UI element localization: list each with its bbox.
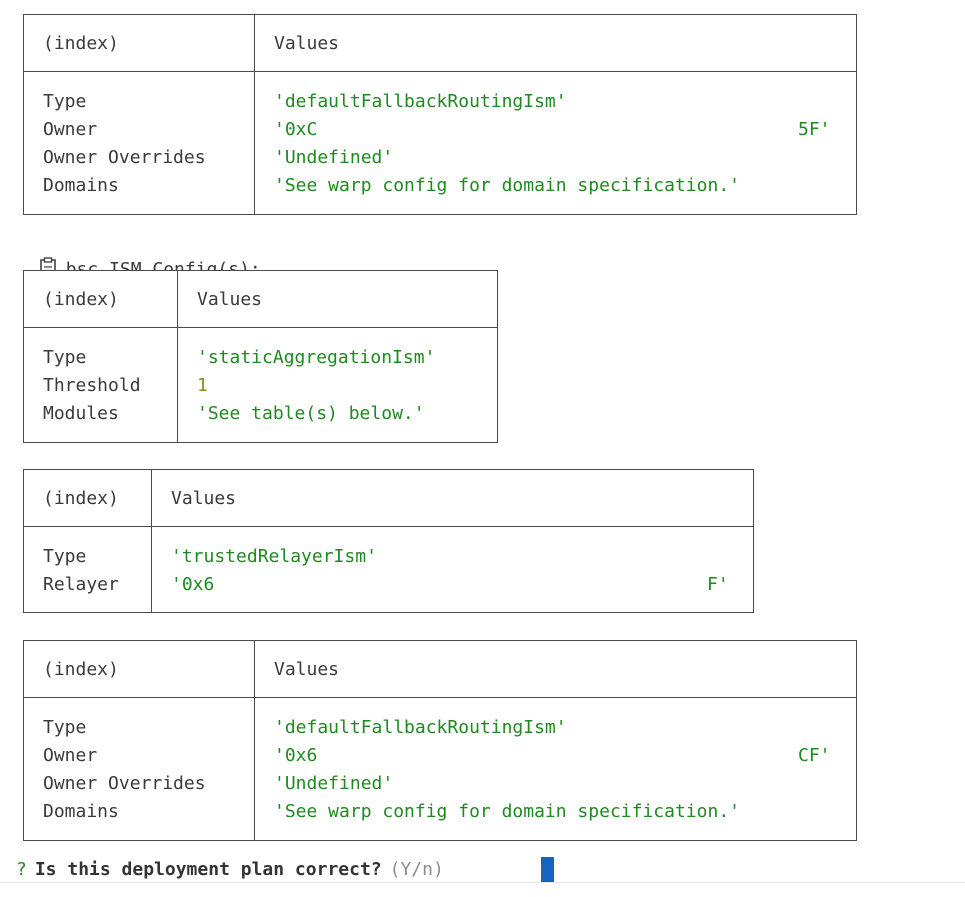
row-key: Modules xyxy=(43,403,119,424)
row-value: 'See table(s) below.' xyxy=(197,403,425,424)
row-key: Type xyxy=(43,546,87,567)
header-index: (index) xyxy=(43,289,119,310)
column-divider xyxy=(151,470,152,612)
table-header xyxy=(24,641,856,698)
row-value: 'See warp config for domain specificatio… xyxy=(274,801,740,822)
confirm-prompt: ? Is this deployment plan correct? (Y/n) xyxy=(16,856,444,884)
column-divider xyxy=(254,15,255,214)
column-divider xyxy=(177,271,178,442)
row-value: 1 xyxy=(197,375,208,396)
prompt-hint: (Y/n) xyxy=(389,859,444,880)
ism-config-table-1: (index) Values Type 'defaultFallbackRout… xyxy=(23,14,857,215)
row-key: Domains xyxy=(43,801,119,822)
row-key: Relayer xyxy=(43,574,119,595)
row-value: 'defaultFallbackRoutingIsm' xyxy=(274,91,567,112)
ism-config-table-4: (index) Values Type 'defaultFallbackRout… xyxy=(23,640,857,841)
row-value-end: F' xyxy=(707,574,729,595)
header-values: Values xyxy=(197,289,263,310)
row-value-end: 5F' xyxy=(798,119,831,140)
row-value: 'Undefined' xyxy=(274,773,394,794)
row-key: Threshold xyxy=(43,375,141,396)
row-key: Owner Overrides xyxy=(43,773,206,794)
header-values: Values xyxy=(274,33,340,54)
table-header xyxy=(24,15,856,72)
row-value: 'staticAggregationIsm' xyxy=(197,347,436,368)
row-key: Owner xyxy=(43,119,98,140)
header-values: Values xyxy=(274,659,340,680)
header-index: (index) xyxy=(43,488,119,509)
header-values: Values xyxy=(171,488,237,509)
table-header xyxy=(24,470,753,527)
ism-config-table-2: (index) Values Type 'staticAggregationIs… xyxy=(23,270,498,443)
row-value-start: '0x6 xyxy=(171,574,215,595)
prompt-marker: ? xyxy=(16,859,27,880)
row-key: Domains xyxy=(43,175,119,196)
row-key: Type xyxy=(43,717,87,738)
terminal-cursor[interactable] xyxy=(541,857,554,882)
row-value-end: CF' xyxy=(798,745,831,766)
divider xyxy=(0,882,965,883)
prompt-question: Is this deployment plan correct? xyxy=(34,859,382,880)
row-value: 'Undefined' xyxy=(274,147,394,168)
row-value-start: '0x6 xyxy=(274,745,318,766)
header-index: (index) xyxy=(43,659,119,680)
row-key: Owner Overrides xyxy=(43,147,206,168)
row-value: 'See warp config for domain specificatio… xyxy=(274,175,740,196)
row-key: Type xyxy=(43,347,87,368)
row-key: Owner xyxy=(43,745,98,766)
header-index: (index) xyxy=(43,33,119,54)
ism-config-table-3: (index) Values Type 'trustedRelayerIsm' … xyxy=(23,469,754,613)
row-key: Type xyxy=(43,91,87,112)
row-value-start: '0xC xyxy=(274,119,318,140)
row-value: 'trustedRelayerIsm' xyxy=(171,546,377,567)
column-divider xyxy=(254,641,255,840)
row-value: 'defaultFallbackRoutingIsm' xyxy=(274,717,567,738)
table-header xyxy=(24,271,497,328)
